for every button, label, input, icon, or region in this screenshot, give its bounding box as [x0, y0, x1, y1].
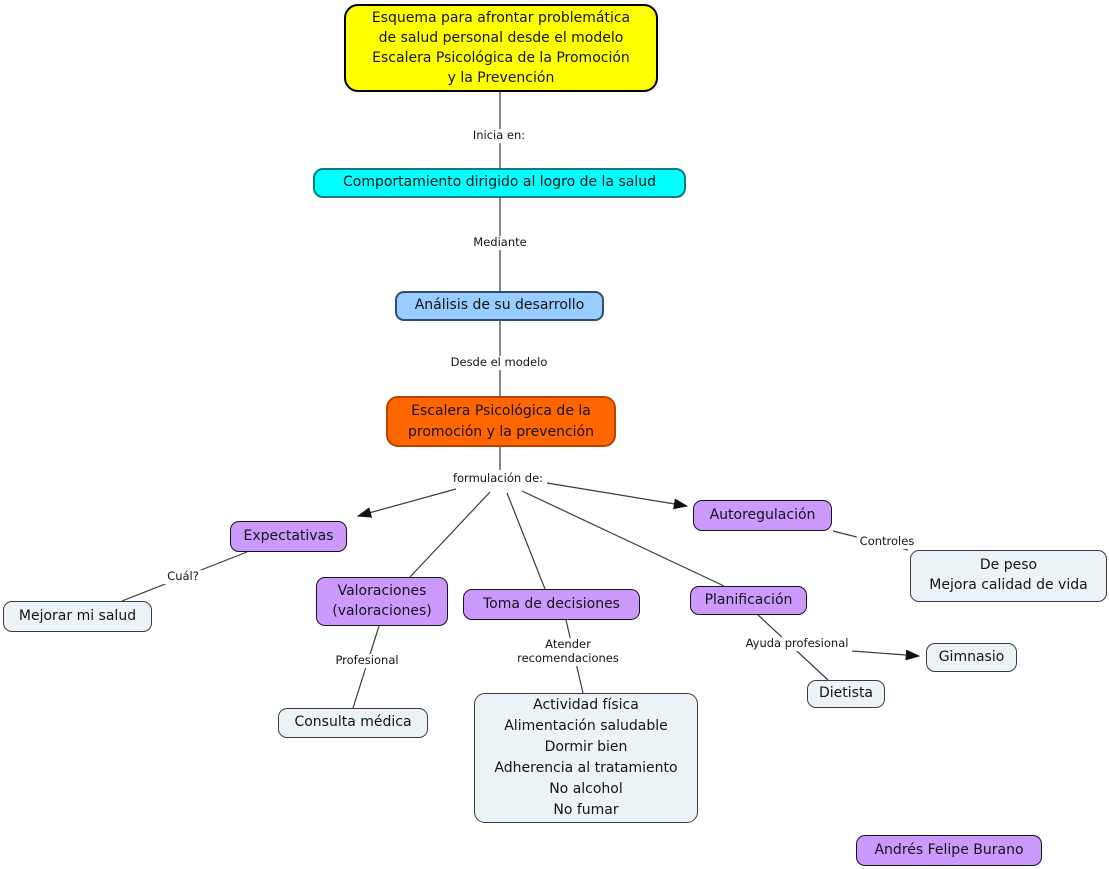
link-label-profesional: Profesional: [332, 653, 402, 668]
node-planificacion: Planificación: [690, 586, 807, 615]
node-dietista: Dietista: [807, 680, 885, 708]
node-autoregulacion: Autoregulación: [693, 500, 832, 531]
node-toma-de-decisiones: Toma de decisiones: [463, 589, 640, 620]
link-label-desde-el-modelo: Desde el modelo: [447, 355, 551, 370]
link-label-atender-recomendaciones: Atender recomendaciones: [514, 637, 622, 666]
node-mejorar-mi-salud: Mejorar mi salud: [3, 601, 152, 632]
link-label-ayuda-profesional: Ayuda profesional: [742, 636, 852, 651]
node-title: Esquema para afrontar problemática de sa…: [344, 4, 658, 92]
node-comportamiento: Comportamiento dirigido al logro de la s…: [313, 168, 686, 198]
link-label-mediante: Mediante: [470, 235, 530, 250]
node-expectativas: Expectativas: [230, 521, 347, 552]
link-label-inicia-en: Inicia en:: [469, 128, 529, 143]
node-author: Andrés Felipe Burano: [856, 835, 1042, 866]
node-escalera: Escalera Psicológica de la promoción y l…: [386, 396, 616, 447]
node-de-peso: De peso Mejora calidad de vida: [910, 550, 1107, 602]
link-label-cual: Cuál?: [164, 569, 202, 584]
node-consulta-medica: Consulta médica: [278, 708, 428, 738]
node-acciones-salud: Actividad física Alimentación saludable …: [474, 693, 698, 823]
link-label-formulacion-de: formulación de:: [449, 471, 547, 486]
node-gimnasio: Gimnasio: [926, 643, 1017, 672]
node-valoraciones: Valoraciones (valoraciones): [316, 577, 448, 626]
link-label-controles: Controles: [856, 534, 918, 549]
node-analisis: Análisis de su desarrollo: [395, 291, 604, 321]
